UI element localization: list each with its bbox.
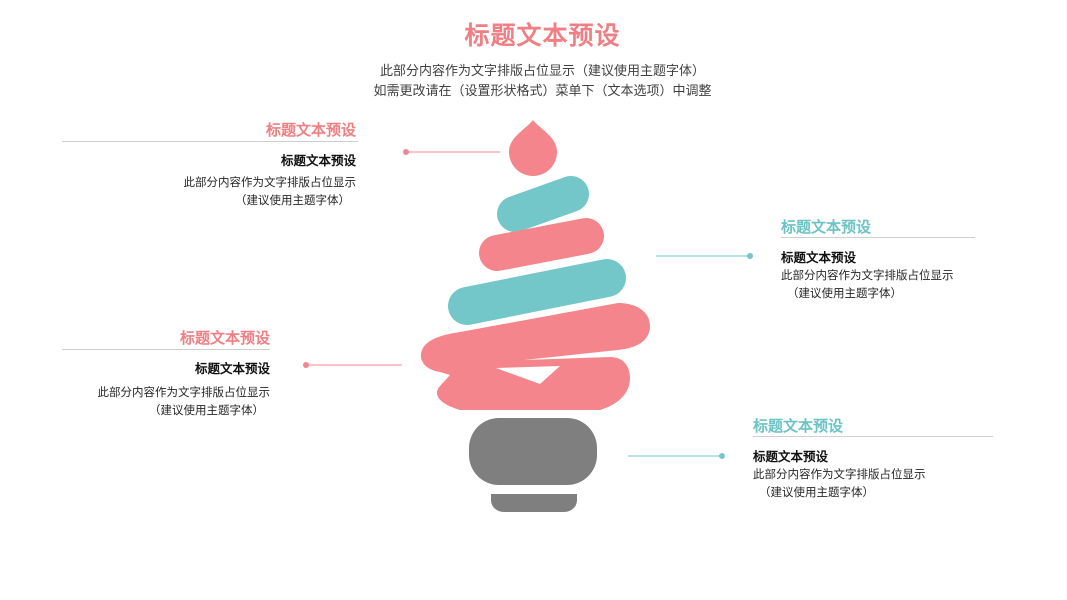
callout-3-body-line2: （建议使用主题字体） [787,286,902,300]
callout-4-body-line1: 此部分内容作为文字排版占位显示 [753,467,926,481]
callout-2: 标题文本预设 标题文本预设 此部分内容作为文字排版占位显示 （建议使用主题字体） [62,327,271,419]
connector-dot-4 [719,453,725,459]
callout-3-rule [781,237,975,238]
callout-1-body-line2: （建议使用主题字体） [235,193,350,207]
callout-4: 标题文本预设 标题文本预设 此部分内容作为文字排版占位显示 （建议使用主题字体） [753,415,993,501]
stripe-teal-1 [497,176,589,232]
callout-3-body-line1: 此部分内容作为文字排版占位显示 [781,268,954,282]
connector-dot-2 [303,362,309,368]
page-title: 标题文本预设 [464,21,621,50]
callout-2-rule [62,349,270,350]
drop-shape [509,120,557,176]
callout-2-heading: 标题文本预设 [194,361,270,376]
bulb-cap [491,494,577,512]
callout-1-rule [62,141,358,142]
callout-1-heading: 标题文本预设 [280,153,356,168]
callout-2-title: 标题文本预设 [179,329,270,347]
zigzag-notch [496,366,560,384]
stripe-teal-2 [448,259,626,325]
callout-3-heading: 标题文本预设 [781,250,857,265]
stripe-pink-1 [479,218,604,271]
callout-1: 标题文本预设 标题文本预设 此部分内容作为文字排版占位显示 （建议使用主题字体） [62,119,357,209]
callout-3-title: 标题文本预设 [781,218,872,236]
bulb-base [469,418,597,485]
callout-2-body-line1: 此部分内容作为文字排版占位显示 [97,385,271,399]
callout-3: 标题文本预设 标题文本预设 此部分内容作为文字排版占位显示 （建议使用主题字体） [781,216,991,302]
callout-4-rule [753,436,993,437]
page-subtitle-line1: 此部分内容作为文字排版占位显示（建议使用主题字体） [379,64,705,79]
stripe-pink-zigzag [420,303,650,410]
connector-dot-3 [747,253,753,259]
callout-2-body-line2: （建议使用主题字体） [149,403,264,417]
callout-4-title: 标题文本预设 [753,417,844,435]
callout-1-body-line1: 此部分内容作为文字排版占位显示 [183,175,357,189]
connector-dot-1 [403,149,409,155]
callout-4-body-line2: （建议使用主题字体） [759,485,874,499]
connector-lines [303,149,753,459]
callout-1-title: 标题文本预设 [265,121,356,139]
page-subtitle-line2: 如需更改请在（设置形状格式）菜单下（文本选项）中调整 [373,84,712,99]
callout-4-heading: 标题文本预设 [753,449,829,464]
